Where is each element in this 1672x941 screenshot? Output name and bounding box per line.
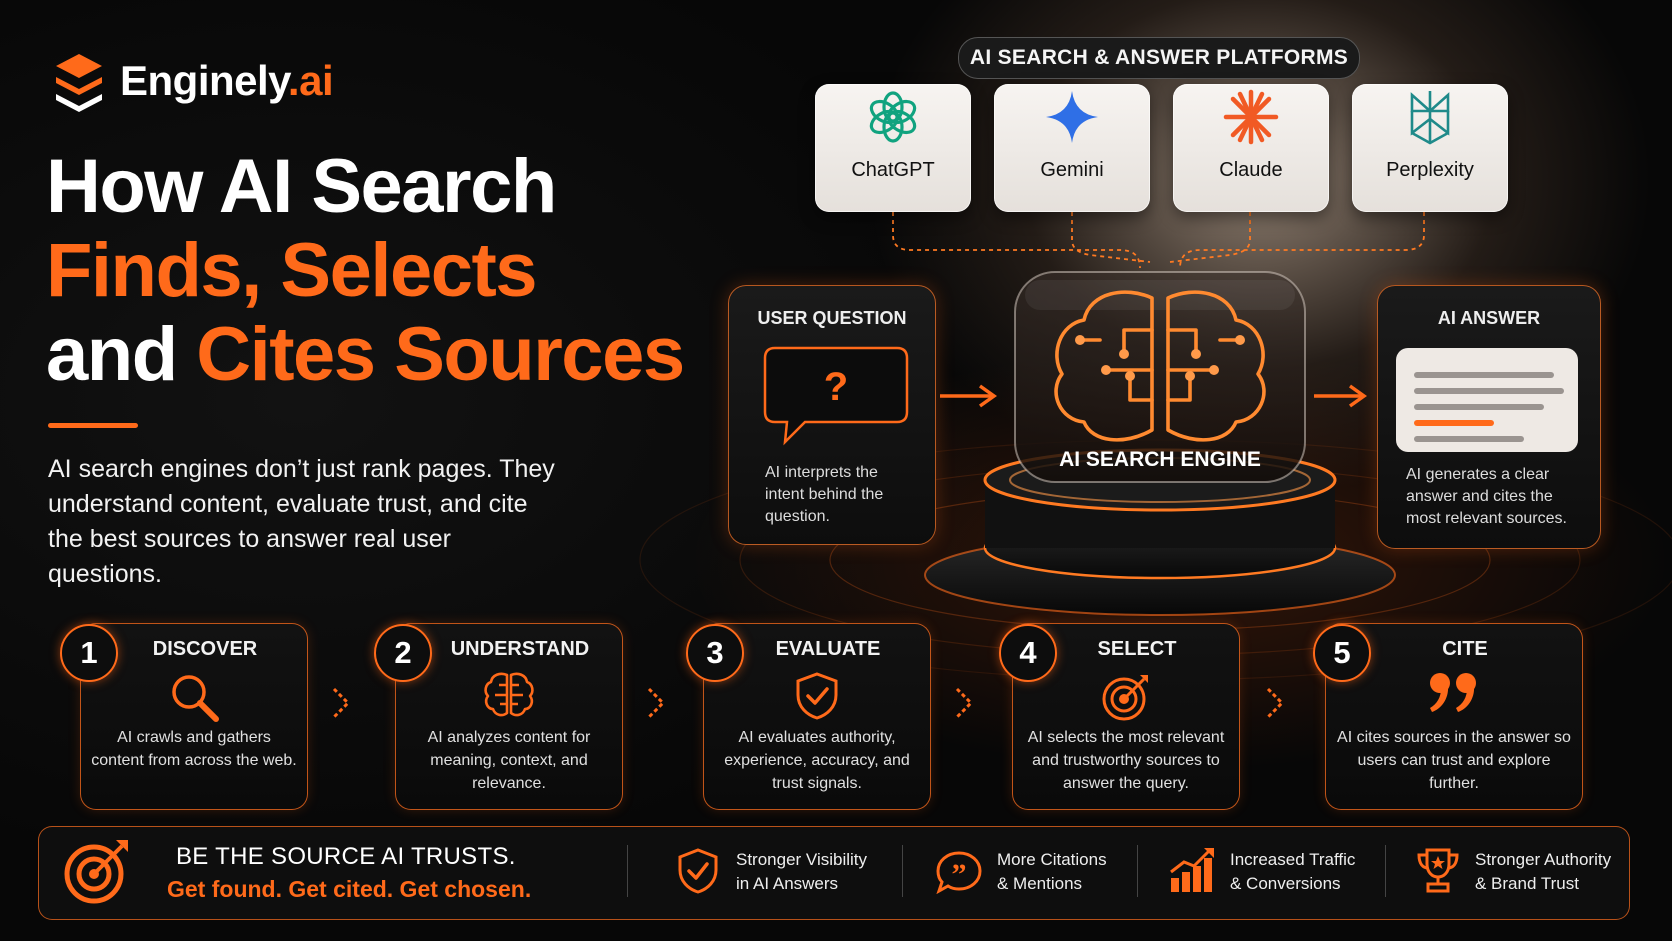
step-desc: AI evaluates authority, experience, accu… bbox=[724, 729, 910, 792]
step-card-discover: DISCOVER AI crawls and gathers content f… bbox=[80, 623, 308, 810]
benefit-authority: Stronger Authority & Brand Trust bbox=[1475, 848, 1611, 896]
user-question-title: USER QUESTION bbox=[757, 308, 907, 328]
platform-card-perplexity[interactable]: Perplexity bbox=[1352, 84, 1508, 212]
step-number: 3 bbox=[686, 624, 744, 682]
title-line-1: How AI Search bbox=[46, 144, 557, 229]
platform-label: ChatGPT bbox=[851, 159, 935, 181]
platforms-title: AI SEARCH & ANSWER PLATFORMS bbox=[958, 37, 1360, 79]
divider bbox=[627, 845, 628, 897]
engine-label: AI SEARCH ENGINE bbox=[1059, 448, 1261, 471]
step-desc: AI cites sources in the answer so users … bbox=[1337, 729, 1571, 792]
ai-answer-desc: AI generates a clear answer and cites th… bbox=[1406, 466, 1567, 527]
platform-card-claude[interactable]: Claude bbox=[1173, 84, 1329, 212]
benefit-line: Increased Traffic bbox=[1230, 850, 1356, 869]
platform-label: Gemini bbox=[1040, 159, 1104, 181]
target-arrow-icon bbox=[64, 840, 128, 904]
target-icon bbox=[1102, 675, 1148, 721]
chevron-right-icon bbox=[955, 687, 974, 719]
perplexity-icon bbox=[1410, 91, 1450, 145]
platform-card-gemini[interactable]: Gemini bbox=[994, 84, 1150, 212]
speech-bubble-icon: ? bbox=[763, 346, 909, 446]
svg-text:”: ” bbox=[952, 858, 967, 891]
step-card-understand: UNDERSTAND AI analyzes content for meani… bbox=[395, 623, 623, 810]
bar-chart-icon bbox=[1170, 848, 1214, 892]
benefit-line: Stronger Authority bbox=[1475, 850, 1612, 869]
step-title: UNDERSTAND bbox=[450, 638, 590, 660]
user-question-desc: AI interprets the intent behind the ques… bbox=[765, 464, 884, 525]
question-mark: ? bbox=[824, 365, 848, 409]
platform-label: Claude bbox=[1219, 159, 1283, 181]
shield-check-icon bbox=[796, 672, 838, 720]
footer-subheadline: Get found. Get cited. Get chosen. bbox=[167, 876, 532, 902]
claude-icon bbox=[1223, 89, 1279, 145]
step-card-evaluate: EVALUATE AI evaluates authority, experie… bbox=[703, 623, 931, 810]
page-title: How AI Search Finds, Selects and Cites S… bbox=[46, 144, 685, 397]
benefit-traffic: Increased Traffic & Conversions bbox=[1230, 848, 1355, 896]
quote-icon bbox=[1430, 673, 1476, 712]
chevron-right-icon bbox=[332, 687, 351, 719]
step-desc: AI crawls and gathers content from acros… bbox=[91, 729, 297, 769]
brand-logo[interactable]: Enginely.ai bbox=[52, 50, 334, 112]
benefit-line: & Mentions bbox=[997, 874, 1083, 893]
shield-check-icon bbox=[678, 848, 718, 894]
footer-bar bbox=[38, 826, 1630, 920]
platform-card-chatgpt[interactable]: ChatGPT bbox=[815, 84, 971, 212]
chevron-right-icon bbox=[1266, 687, 1285, 719]
benefit-line: & Conversions bbox=[1230, 874, 1341, 893]
benefit-line: More Citations bbox=[997, 850, 1107, 869]
step-title: CITE bbox=[1442, 638, 1488, 660]
ai-engine-illustration bbox=[924, 271, 1396, 616]
step-desc: AI selects the most relevant and trustwo… bbox=[1027, 729, 1225, 792]
title-line-2: Finds, Selects bbox=[46, 228, 538, 313]
step-number: 5 bbox=[1313, 624, 1371, 682]
stack-logo-icon bbox=[56, 54, 102, 112]
answer-document-icon bbox=[1396, 348, 1578, 452]
brand-name: Enginely.ai bbox=[120, 57, 334, 104]
benefit-citations: More Citations & Mentions bbox=[997, 848, 1107, 896]
user-question-card: USER QUESTION ? AI interprets the intent… bbox=[728, 285, 936, 545]
trophy-icon bbox=[1417, 848, 1459, 893]
benefit-visibility: Stronger Visibility in AI Answers bbox=[736, 848, 867, 896]
brain-icon bbox=[484, 672, 534, 717]
platform-label: Perplexity bbox=[1386, 159, 1474, 181]
benefit-line: in AI Answers bbox=[736, 874, 839, 893]
step-desc: AI analyzes content for meaning, context… bbox=[427, 729, 591, 792]
benefit-line: Stronger Visibility bbox=[736, 850, 868, 869]
divider bbox=[1385, 845, 1386, 897]
step-number: 4 bbox=[999, 624, 1057, 682]
benefit-line: & Brand Trust bbox=[1475, 874, 1579, 893]
title-divider bbox=[48, 423, 138, 428]
search-icon bbox=[172, 675, 219, 722]
ai-answer-card: AI ANSWER AI generates a clear answer an… bbox=[1377, 285, 1601, 549]
title-line-3: and Cites Sources bbox=[46, 312, 685, 397]
chat-quote-icon: ” bbox=[936, 851, 982, 894]
step-number: 2 bbox=[374, 624, 432, 682]
divider bbox=[1137, 845, 1138, 897]
chevron-right-icon bbox=[647, 687, 666, 719]
step-title: SELECT bbox=[1097, 638, 1177, 660]
chatgpt-icon bbox=[869, 91, 917, 143]
footer-headline: BE THE SOURCE AI TRUSTS. bbox=[176, 843, 516, 870]
gemini-icon bbox=[1046, 91, 1098, 143]
step-title: EVALUATE bbox=[775, 638, 881, 660]
step-title: DISCOVER bbox=[152, 638, 258, 660]
step-number: 1 bbox=[60, 624, 118, 682]
intro-text: AI search engines don’t just rank pages.… bbox=[48, 455, 555, 588]
divider bbox=[902, 845, 903, 897]
ai-answer-title: AI ANSWER bbox=[1437, 308, 1541, 328]
